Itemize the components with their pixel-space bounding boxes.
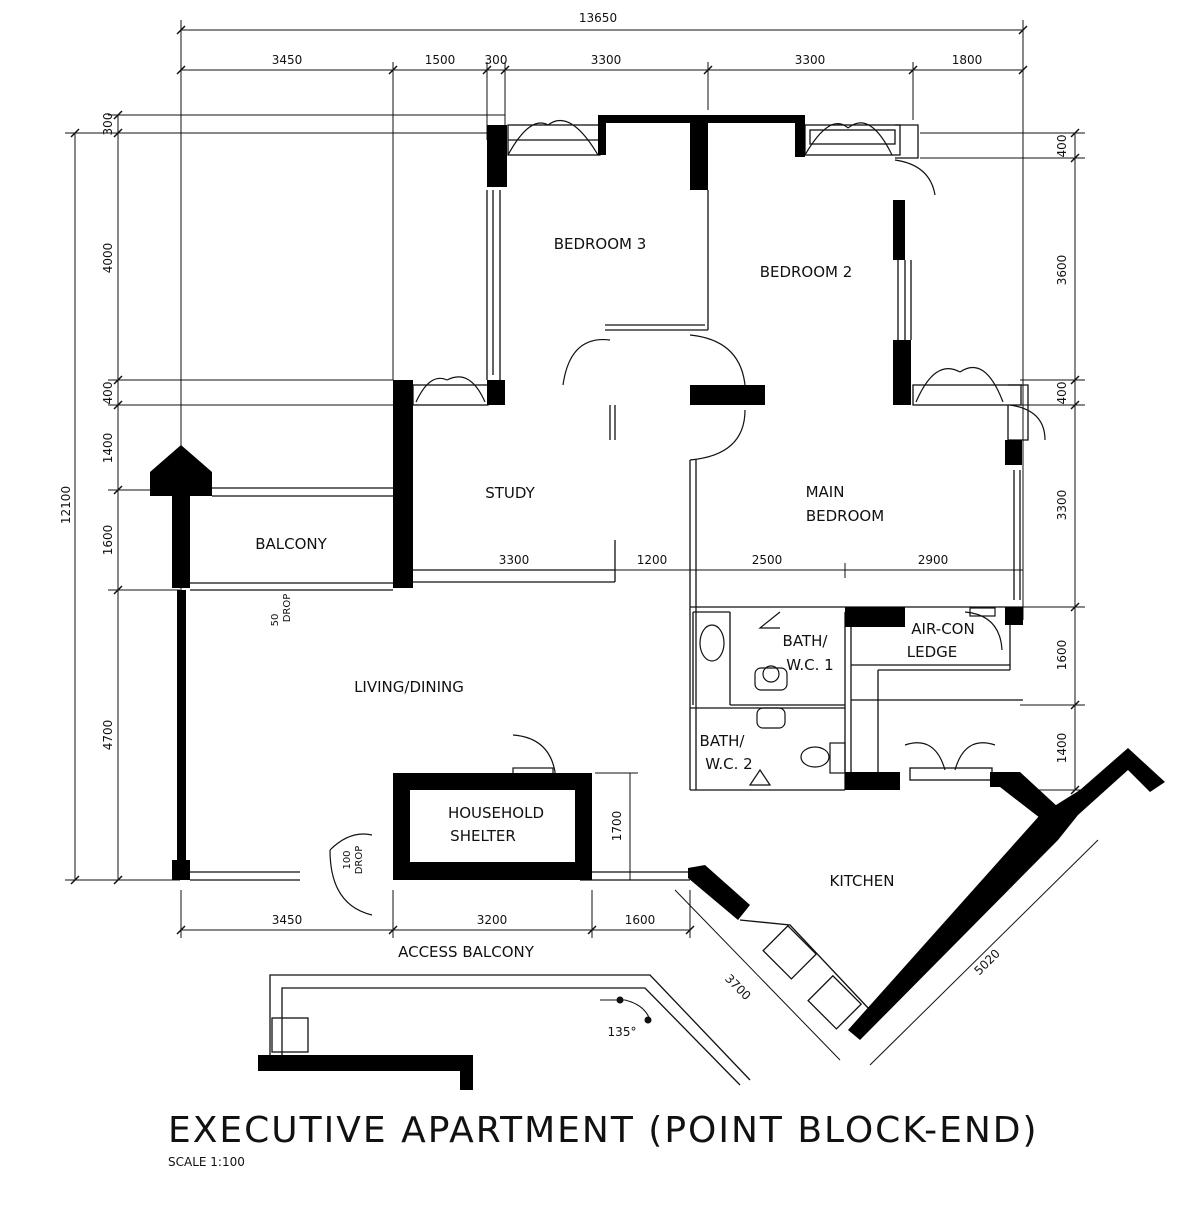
- dim-left-1: 300: [101, 113, 115, 136]
- drop-50-label: DROP: [282, 594, 293, 623]
- room-labels: BEDROOM 3 BEDROOM 2 STUDY MAIN BEDROOM B…: [255, 235, 975, 961]
- label-study: STUDY: [485, 484, 535, 502]
- label-bath-2-line2: W.C. 2: [705, 755, 752, 773]
- plan-scale: SCALE 1:100: [168, 1155, 245, 1169]
- dim-interior-3: 2500: [752, 553, 783, 567]
- drop-notes: 50 DROP 100 DROP: [270, 594, 365, 875]
- dim-left-3: 400: [101, 382, 115, 405]
- dim-bottom-1: 3450: [272, 913, 303, 927]
- dim-interior-1: 3300: [499, 553, 530, 567]
- label-bath-1-line1: BATH/: [783, 632, 829, 650]
- dim-right-2: 3600: [1055, 255, 1069, 286]
- dimension-labels: 13650 3450 1500 300 3300 3300 1800 12100…: [59, 11, 1069, 1039]
- dim-right-3: 400: [1055, 382, 1069, 405]
- dim-right-6: 1400: [1055, 733, 1069, 764]
- fixtures: [512, 607, 996, 784]
- dim-interior-4: 2900: [918, 553, 949, 567]
- label-living-dining: LIVING/DINING: [354, 678, 464, 696]
- dim-top-4: 3300: [591, 53, 622, 67]
- drop-100-label: DROP: [354, 846, 365, 875]
- label-main-bedroom-line1: MAIN: [806, 483, 845, 501]
- label-main-bedroom-line2: BEDROOM: [806, 507, 884, 525]
- dimension-ticks: [70, 25, 1080, 935]
- structural-walls: [150, 115, 1165, 1090]
- label-shelter-line2: SHELTER: [450, 827, 516, 845]
- dim-right-1: 400: [1055, 135, 1069, 158]
- label-shelter-line1: HOUSEHOLD: [448, 804, 544, 822]
- dim-top-6: 1800: [952, 53, 983, 67]
- dim-interior-2: 1200: [637, 553, 668, 567]
- drop-100-value: 100: [342, 850, 353, 869]
- label-bath-2-line1: BATH/: [700, 732, 746, 750]
- dim-left-2: 4000: [101, 243, 115, 274]
- label-aircon-line1: AIR-CON: [911, 620, 974, 638]
- dim-top-2: 1500: [425, 53, 456, 67]
- label-bath-1-line2: W.C. 1: [786, 656, 833, 674]
- dim-left-6: 4700: [101, 720, 115, 751]
- dim-right-5: 1600: [1055, 640, 1069, 671]
- dim-top-5: 3300: [795, 53, 826, 67]
- dim-total-width: 13650: [579, 11, 617, 25]
- plan-title: EXECUTIVE APARTMENT (POINT BLOCK-END): [168, 1110, 1039, 1151]
- label-bedroom-3: BEDROOM 3: [554, 235, 647, 253]
- dim-right-4: 3300: [1055, 490, 1069, 521]
- dim-top-1: 3450: [272, 53, 303, 67]
- thin-walls: [190, 124, 1029, 1086]
- drop-50-value: 50: [270, 614, 281, 627]
- dim-bottom-3: 1600: [625, 913, 656, 927]
- dim-left-5: 1600: [101, 525, 115, 556]
- dim-left-total: 12100: [59, 486, 73, 524]
- dim-shelter-height: 1700: [610, 811, 624, 842]
- door-swings: [329, 120, 1046, 916]
- dim-kitchen-a: 3700: [722, 971, 753, 1002]
- angle-marker: [600, 996, 652, 1024]
- label-bedroom-2: BEDROOM 2: [760, 263, 853, 281]
- dimension-lines: [65, 20, 1099, 1066]
- label-balcony: BALCONY: [255, 535, 327, 553]
- dim-kitchen-b: 5020: [971, 946, 1002, 977]
- dim-angle: 135°: [608, 1025, 637, 1039]
- label-aircon-line2: LEDGE: [907, 643, 958, 661]
- dim-left-4: 1400: [101, 433, 115, 464]
- label-kitchen: KITCHEN: [830, 872, 895, 890]
- dim-bottom-2: 3200: [477, 913, 508, 927]
- label-access-balcony: ACCESS BALCONY: [398, 943, 535, 961]
- dim-top-3: 300: [485, 53, 508, 67]
